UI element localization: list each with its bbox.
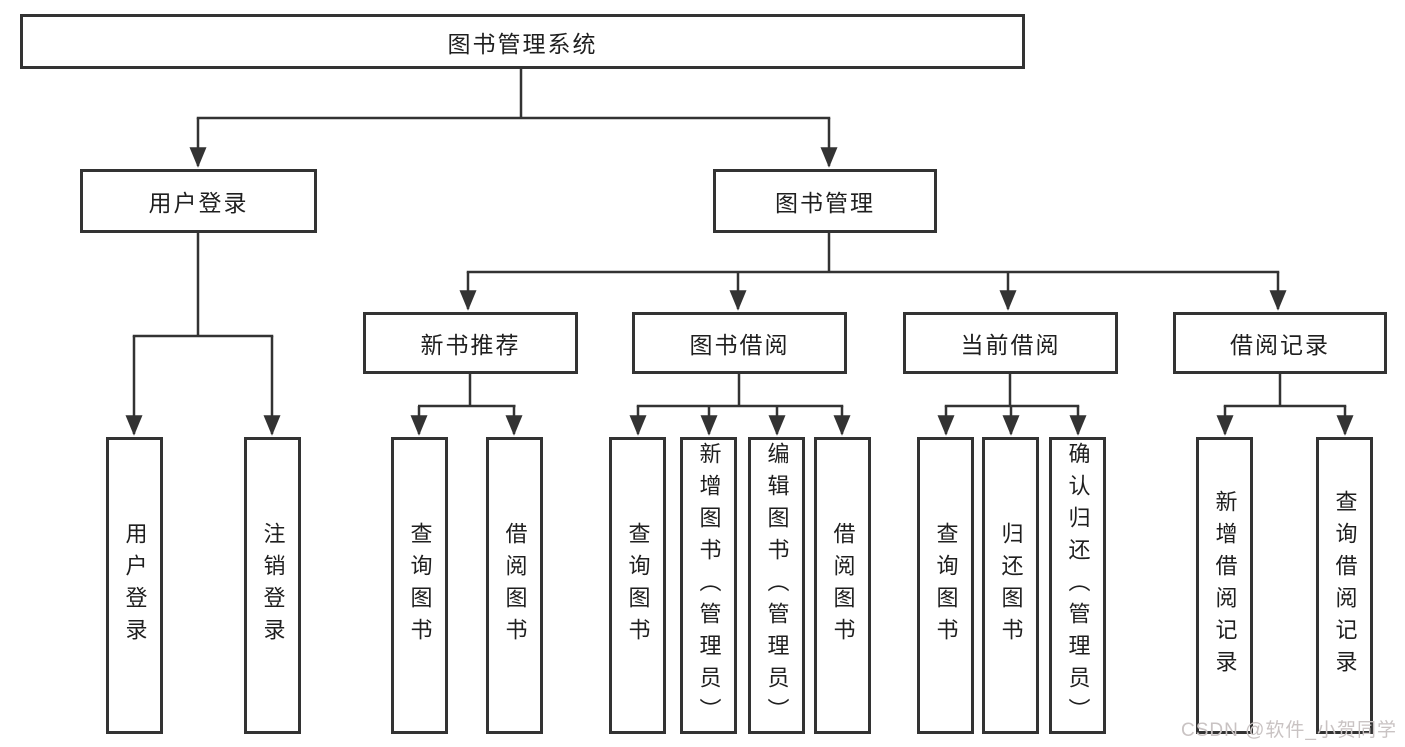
node-bb-query-book: 查询图书	[609, 437, 666, 734]
node-leaf-user-login: 用户登录	[106, 437, 163, 734]
node-bb-edit-book: 编辑图书（管理员）	[748, 437, 805, 734]
node-book-management: 图书管理	[713, 169, 937, 233]
node-bb-borrow-book: 借阅图书	[814, 437, 871, 734]
node-book-borrow: 图书借阅	[632, 312, 847, 374]
node-cb-return-book: 归还图书	[982, 437, 1039, 734]
node-br-add-record: 新增借阅记录	[1196, 437, 1253, 734]
node-current-borrow: 当前借阅	[903, 312, 1118, 374]
node-cb-query-book: 查询图书	[917, 437, 974, 734]
node-new-book-recommend: 新书推荐	[363, 312, 578, 374]
node-br-query-record: 查询借阅记录	[1316, 437, 1373, 734]
node-root: 图书管理系统	[20, 14, 1025, 69]
csdn-watermark: CSDN @软件_小贺同学	[1181, 720, 1397, 741]
node-nb-borrow-book: 借阅图书	[486, 437, 543, 734]
node-cb-confirm-return: 确认归还（管理员）	[1049, 437, 1106, 734]
node-bb-add-book: 新增图书（管理员）	[680, 437, 737, 734]
node-nb-query-book: 查询图书	[391, 437, 448, 734]
node-leaf-logout: 注销登录	[244, 437, 301, 734]
node-user-login: 用户登录	[80, 169, 317, 233]
node-borrow-records: 借阅记录	[1173, 312, 1387, 374]
